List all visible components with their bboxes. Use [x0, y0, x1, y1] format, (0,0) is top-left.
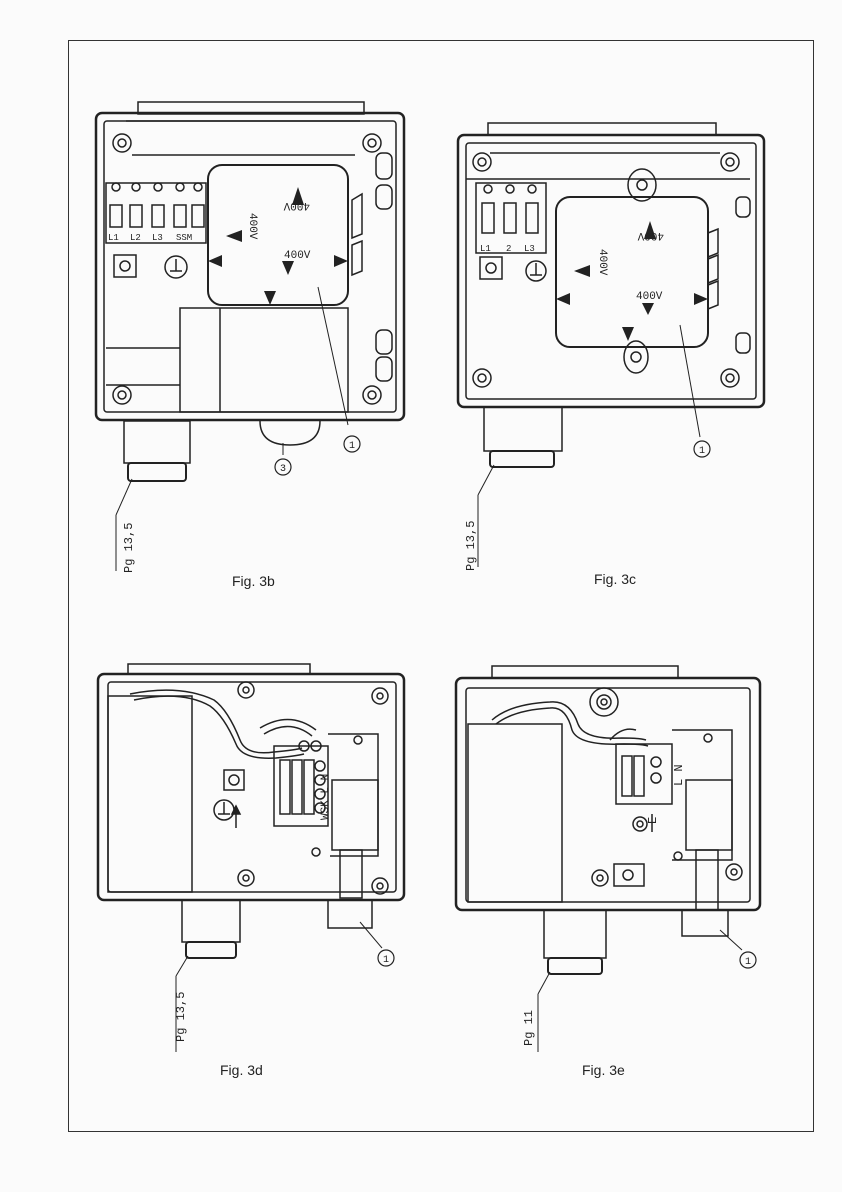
callout-3: 3 — [280, 464, 286, 475]
terminal-box-drawing-3b: 400V 400V 400V L1 L2 L3 SSM 1 3 — [90, 95, 420, 575]
transformer-block — [468, 724, 562, 902]
terminal-label-ssm: SSM — [176, 233, 192, 243]
cable-entry-3 — [260, 421, 320, 445]
housing-outline — [98, 674, 404, 900]
figure-caption-3d: Fig. 3d — [220, 1062, 263, 1078]
relay-block — [332, 780, 378, 850]
terminal-box-drawing-3c: 400V 400V 400V L1 2 L3 1 — [450, 115, 780, 575]
earth-block — [614, 864, 644, 886]
cable-gland-body — [182, 900, 240, 942]
figure-caption-3e: Fig. 3e — [582, 1062, 625, 1078]
terminal-label-l1: L1 — [108, 233, 119, 243]
callout-1: 1 — [699, 446, 705, 457]
terminal-box-drawing-3e: L N E 1 — [450, 660, 780, 1070]
gland-size-label: Pg 11 — [522, 1010, 536, 1046]
voltage-label-left: 400V — [596, 249, 608, 276]
voltage-label-top: 400V — [637, 229, 664, 241]
terminal-label-2: 2 — [506, 244, 511, 254]
cable-gland-body — [544, 910, 606, 958]
cable-gland-nut — [186, 942, 236, 958]
terminal-label: WSK L N — [320, 774, 332, 820]
terminal-label-l3: L3 — [152, 233, 163, 243]
relay-block — [686, 780, 732, 850]
cable-gland-nut — [548, 958, 602, 974]
cable-gland-body — [124, 421, 190, 463]
figure-3d: WSK L N 1 Pg 13,5 Fig. 3d — [90, 660, 420, 1090]
cable-entry-1 — [682, 910, 728, 936]
figure-caption-3c: Fig. 3c — [594, 571, 636, 587]
voltage-label-top: 400V — [283, 199, 310, 211]
terminal-label: L N — [672, 764, 686, 786]
earth-terminal — [224, 770, 244, 790]
terminal-label-l2: L2 — [130, 233, 141, 243]
callout-1: 1 — [383, 955, 389, 966]
figure-3e: L N E 1 Pg 11 Fig. 3e — [450, 660, 780, 1090]
figure-caption-3b: Fig. 3b — [232, 573, 275, 589]
screw-icon — [113, 134, 381, 404]
cable-entry-1 — [328, 900, 372, 928]
callout-1: 1 — [745, 957, 751, 968]
terminal-label-l3: L3 — [524, 244, 535, 254]
gland-size-label: Pg 13,5 — [122, 523, 136, 573]
earth-screw — [633, 817, 647, 831]
cable-gland-nut — [128, 463, 186, 481]
figure-3b: 400V 400V 400V L1 L2 L3 SSM 1 3 Pg 13,5 … — [90, 95, 420, 595]
voltage-label-right: 400V — [636, 291, 663, 303]
wire-2 — [496, 708, 648, 746]
housing-outline — [96, 113, 404, 420]
voltage-label-left: 400V — [246, 213, 258, 240]
gland-size-label: Pg 13,5 — [464, 521, 478, 571]
terminal-label-l1: L1 — [480, 244, 491, 254]
gland-size-label: Pg 13,5 — [174, 992, 188, 1042]
earth-label: E — [646, 817, 660, 824]
transformer-block — [108, 696, 192, 892]
voltage-label-right: 400V — [284, 250, 311, 262]
callout-1: 1 — [349, 441, 355, 452]
earth-terminal — [114, 255, 136, 277]
figure-3c: 400V 400V 400V L1 2 L3 1 Pg 13,5 Fig. 3c — [450, 115, 780, 595]
terminal-box-drawing-3d: WSK L N 1 — [90, 660, 420, 1070]
